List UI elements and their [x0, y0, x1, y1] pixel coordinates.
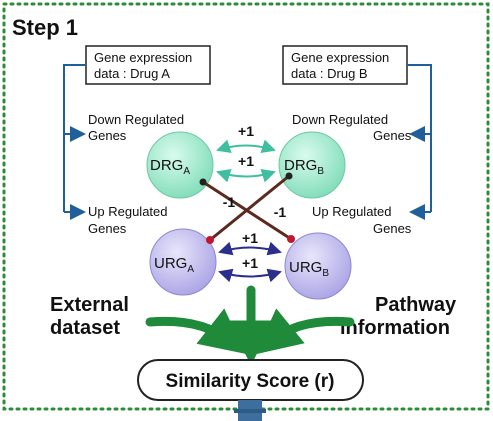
svg-text:URGA: URGA — [154, 255, 194, 275]
urg-edge-top — [218, 241, 282, 256]
right-flow-lines — [407, 64, 432, 220]
drg-a-dot — [199, 178, 207, 186]
drug-b-line2: data : Drug B — [291, 66, 368, 81]
svg-text:URGB: URGB — [289, 259, 329, 279]
drg-a-main: DRG — [150, 157, 183, 174]
drg-a-sub: A — [183, 166, 190, 177]
drug-a-line2: data : Drug A — [94, 66, 170, 81]
pathway-line2: information — [340, 317, 450, 339]
urg-a-main: URG — [154, 255, 187, 272]
drug-b-box: Gene expression data : Drug B — [282, 45, 408, 85]
similarity-score-label: Similarity Score (r) — [166, 371, 335, 392]
urg-edge-top-label: +1 — [242, 230, 258, 246]
pathway-arrow — [255, 308, 355, 355]
bottom-connector — [234, 400, 266, 421]
urg-b-node: URGB — [284, 232, 352, 300]
urg-a-node: URGA — [149, 228, 217, 296]
external-arrow — [145, 308, 246, 354]
right-down-line2: Genes — [373, 128, 412, 143]
similarity-score-box: Similarity Score (r) — [137, 359, 364, 401]
urg-b-dot — [287, 235, 295, 243]
green-arrows — [145, 285, 355, 366]
step-title: Step 1 — [12, 15, 78, 40]
drg-edge-bottom-label: +1 — [238, 153, 254, 169]
drg-b-dot — [285, 172, 293, 180]
cross-lines — [199, 172, 295, 244]
left-down-line1: Down Regulated — [88, 112, 184, 127]
drg-edge-top-label: +1 — [238, 123, 254, 139]
drg-edge-top — [216, 139, 276, 153]
urg-edge-bottom-label: +1 — [242, 255, 258, 271]
left-down-line2: Genes — [88, 128, 127, 143]
svg-text:DRGB: DRGB — [284, 157, 324, 177]
right-down-line1: Down Regulated — [292, 112, 388, 127]
svg-text:DRGA: DRGA — [150, 157, 190, 177]
external-line1: External — [50, 294, 129, 316]
drg-b-main: DRG — [284, 157, 317, 174]
left-flow-lines — [63, 64, 86, 220]
urg-edge-bottom — [218, 268, 282, 283]
drg-b-sub: B — [317, 166, 324, 177]
urg-a-dot — [206, 236, 214, 244]
drug-b-line1: Gene expression — [291, 50, 389, 65]
urg-b-main: URG — [289, 259, 322, 276]
right-up-line1: Up Regulated — [312, 204, 392, 219]
pathway-line1: Pathway — [375, 294, 457, 316]
urg-b-sub: B — [322, 268, 329, 279]
left-up-line1: Up Regulated — [88, 204, 168, 219]
cross-right-label: -1 — [274, 204, 287, 220]
left-up-line2: Genes — [88, 221, 127, 236]
drg-edge-bottom — [216, 169, 276, 183]
drug-a-line1: Gene expression — [94, 50, 192, 65]
urg-a-sub: A — [187, 264, 194, 275]
drug-a-box: Gene expression data : Drug A — [85, 45, 211, 85]
external-line2: dataset — [50, 317, 120, 339]
drg-a-node: DRGA — [146, 131, 214, 199]
frame-border — [2, 2, 490, 411]
right-up-line2: Genes — [373, 221, 412, 236]
cross-left-label: -1 — [223, 194, 236, 210]
drg-b-node: DRGB — [278, 131, 346, 199]
